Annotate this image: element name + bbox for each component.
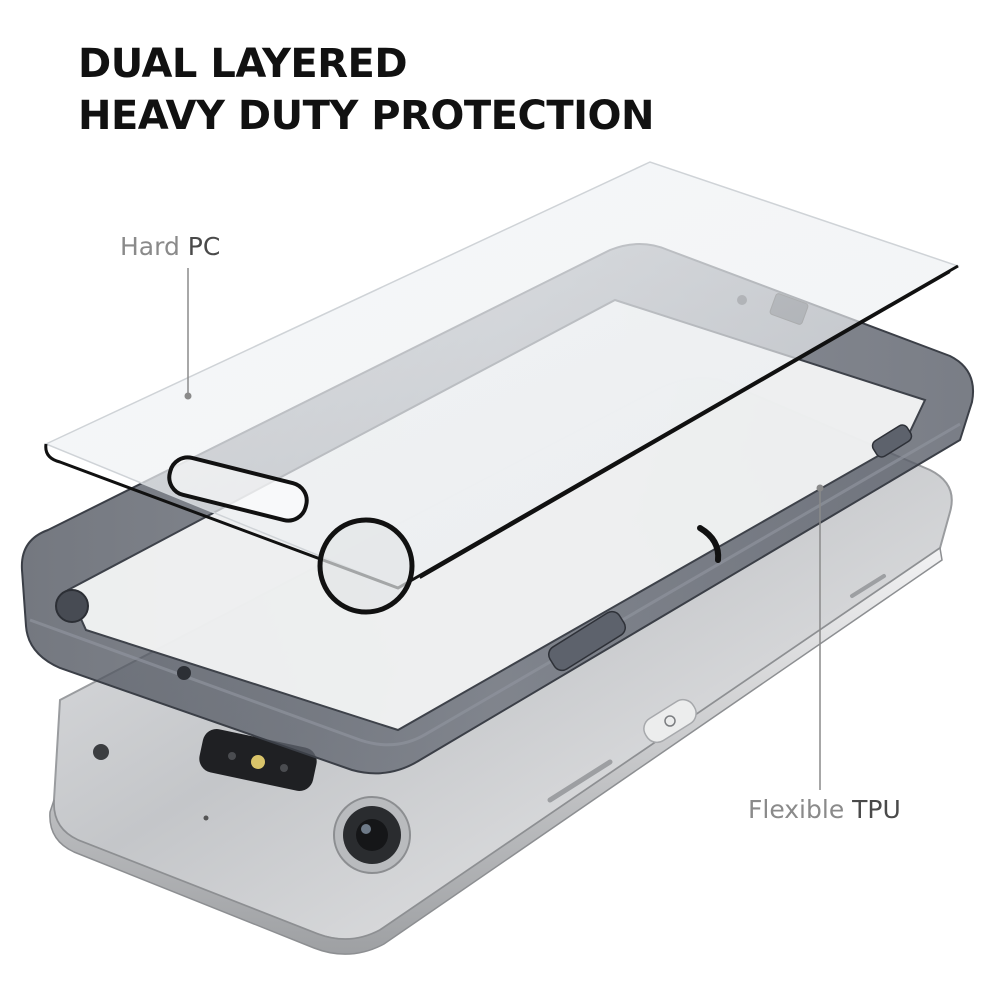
headline-line-2: HEAVY DUTY PROTECTION — [78, 93, 654, 139]
headline: DUAL LAYERED HEAVY DUTY PROTECTION — [78, 38, 654, 142]
callout-lines — [184, 268, 824, 790]
camera-lens — [333, 796, 411, 874]
callout-hard-pc-prefix: Hard — [120, 232, 188, 261]
callout-flexible-tpu-emphasis: TPU — [852, 795, 901, 824]
callout-flexible-tpu-prefix: Flexible — [748, 795, 853, 824]
callout-hard-pc: Hard PC — [120, 232, 220, 261]
callout-flexible-tpu: Flexible TPU — [748, 795, 901, 824]
hard-pc-plate — [44, 161, 960, 615]
headline-line-1: DUAL LAYERED — [78, 41, 408, 87]
callout-hard-pc-emphasis: PC — [187, 232, 221, 261]
